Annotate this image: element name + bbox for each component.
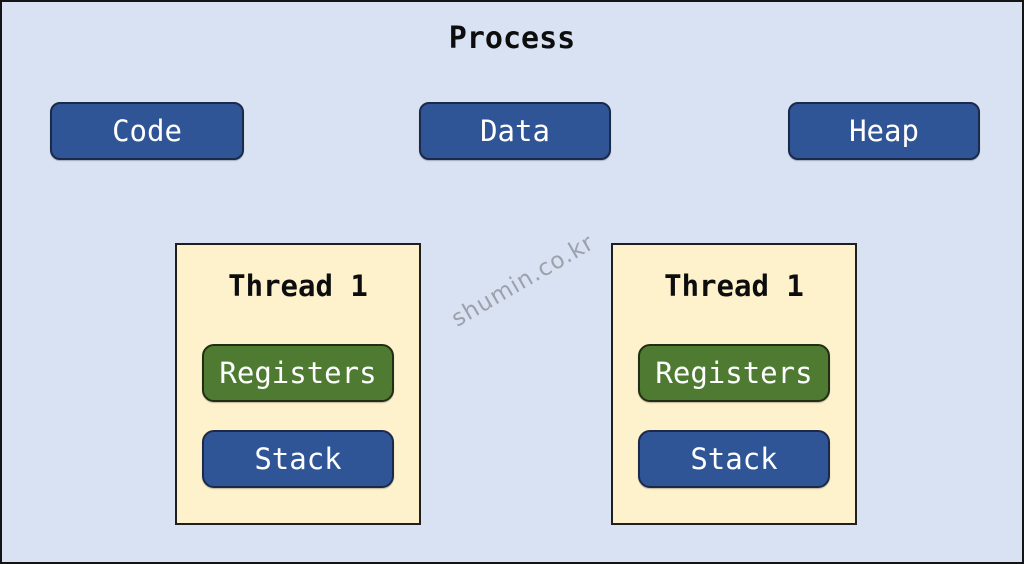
code-block: Code <box>50 102 244 160</box>
heap-block: Heap <box>788 102 980 160</box>
data-block: Data <box>419 102 611 160</box>
thread-1-title: Thread 1 <box>228 269 368 303</box>
thread-2-stack-block: Stack <box>638 430 830 488</box>
thread-1-registers-block: Registers <box>202 344 394 402</box>
thread-box-1: Thread 1 Registers Stack <box>175 243 421 525</box>
process-title: Process <box>448 21 576 56</box>
thread-1-stack-block: Stack <box>202 430 394 488</box>
thread-2-registers-block: Registers <box>638 344 830 402</box>
thread-2-title: Thread 1 <box>664 269 804 303</box>
watermark-text: shumin.co.kr <box>447 229 599 333</box>
thread-box-2: Thread 1 Registers Stack <box>611 243 857 525</box>
